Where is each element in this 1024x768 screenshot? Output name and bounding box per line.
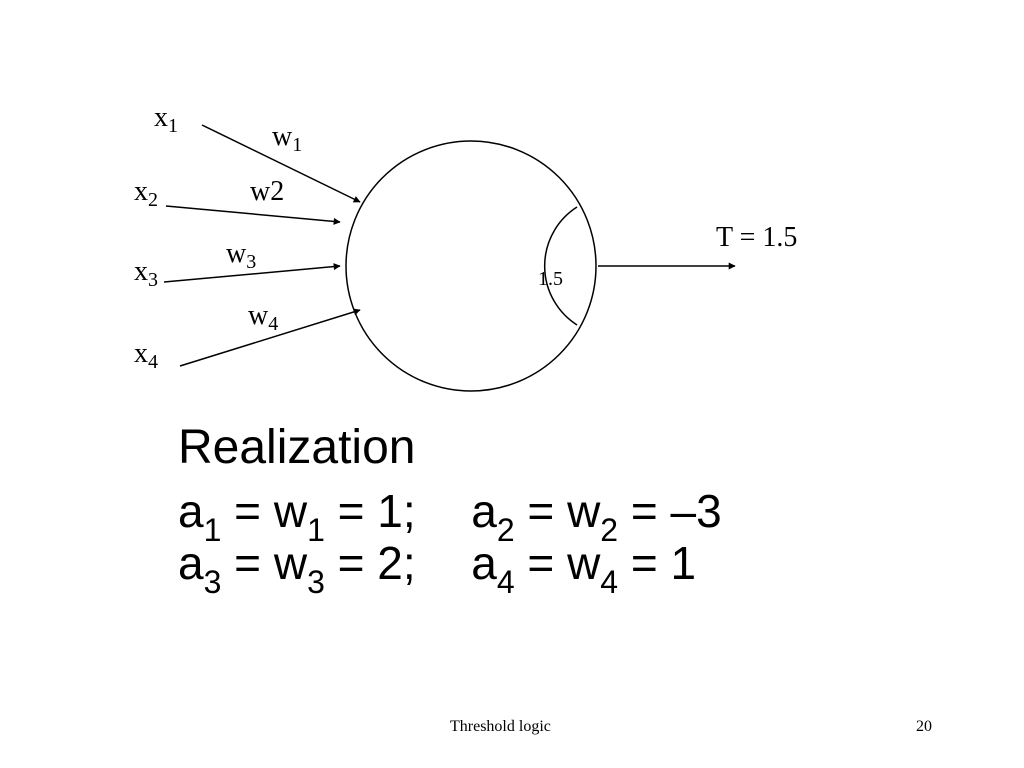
weight-label-w2: w2 [250, 176, 284, 207]
equals-sign: = [337, 537, 365, 589]
equals-sign: = [630, 485, 658, 537]
equals-sign: = [630, 537, 658, 589]
a4-value: 1 [670, 537, 697, 589]
w2-symbol: w2 [567, 485, 619, 548]
footer-title: Threshold logic [450, 718, 551, 735]
input-arrow-2 [165, 205, 341, 225]
a1-symbol: a1 [178, 485, 222, 548]
weight-label-w3: w3 [226, 238, 256, 273]
w1-symbol: w1 [273, 485, 325, 548]
threshold-arc [543, 206, 578, 326]
input-arrow-3 [163, 263, 341, 283]
realization-title: Realization [178, 421, 416, 474]
a2-symbol: a2 [471, 485, 515, 548]
input-label-x4: x4 [134, 338, 158, 373]
a4-symbol: a4 [471, 537, 515, 600]
equals-sign: = [527, 537, 555, 589]
w4-symbol: w4 [567, 537, 619, 600]
input-label-x1: x1 [154, 102, 178, 137]
equals-sign: = [234, 537, 262, 589]
weight-label-w1: w1 [272, 121, 302, 156]
threshold-value: 1.5 [538, 268, 563, 290]
a2-value: –3 [670, 485, 722, 537]
equals-sign: = [527, 485, 555, 537]
input-label-x2: x2 [134, 176, 158, 211]
a1-value: 1; [377, 485, 416, 537]
neuron-circle [345, 140, 597, 392]
input-arrow-1 [201, 124, 361, 203]
w3-symbol: w3 [273, 537, 325, 600]
input-arrow-4 [179, 308, 361, 367]
equals-sign: = [337, 485, 365, 537]
weight-label-w4: w4 [248, 300, 278, 335]
input-label-x3: x3 [134, 256, 158, 291]
a3-symbol: a3 [178, 537, 222, 600]
a3-value: 2; [377, 537, 416, 589]
page-number: 20 [916, 718, 932, 735]
realization-row-1: a1 = w1 = 1; a2 = w2 = –3 [178, 485, 722, 548]
output-label: T = 1.5 [716, 222, 797, 253]
equals-sign: = [234, 485, 262, 537]
realization-row-2: a3 = w3 = 2; a4 = w4 = 1 [178, 537, 697, 600]
